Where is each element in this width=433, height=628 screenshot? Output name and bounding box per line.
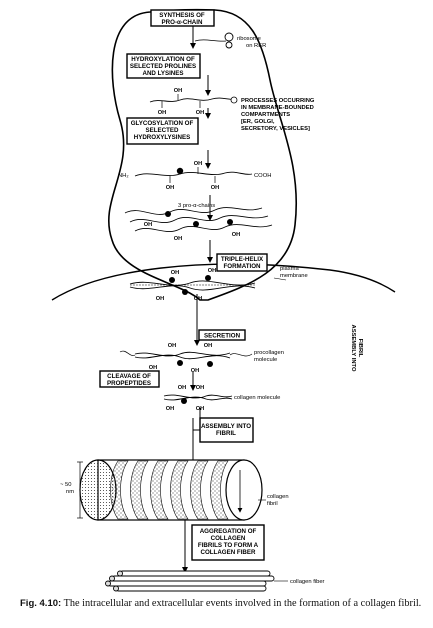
svg-text:FIBRIL: FIBRIL	[357, 339, 363, 358]
figure-caption: Fig. 4.10: The intracellular and extrace…	[20, 598, 430, 609]
svg-text:OH: OH	[211, 185, 219, 191]
svg-text:3 pro-α-chains: 3 pro-α-chains	[178, 203, 215, 209]
glycosylated-chain: NH₂ OH OH OH COOH	[118, 161, 271, 191]
svg-text:OH: OH	[196, 406, 204, 412]
caption-prefix: Fig. 4.10:	[20, 598, 62, 609]
hydroxylated-chain: OH OH OH	[149, 88, 237, 116]
svg-text:OH: OH	[208, 268, 216, 274]
svg-text:OH: OH	[171, 270, 179, 276]
svg-text:OH: OH	[144, 222, 152, 228]
ribosome-icon	[194, 32, 234, 49]
svg-text:OH: OH	[204, 343, 212, 349]
synthesis-line-2: PRO-α-CHAIN	[162, 19, 203, 26]
three-pro-alpha-chains: 3 pro-α-chains OH OH OH	[124, 203, 273, 242]
svg-text:OH: OH	[174, 236, 182, 242]
cooh-label: COOH	[254, 173, 271, 179]
svg-text:SECRETION: SECRETION	[204, 333, 241, 340]
svg-text:OH: OH	[196, 385, 204, 391]
procollagen-molecule: OH OH OH OH	[119, 343, 253, 374]
svg-text:OH: OH	[178, 385, 186, 391]
caption-text: The intracellular and extracellular even…	[61, 598, 422, 609]
svg-text:OH: OH	[196, 110, 204, 116]
svg-text:ASSEMBLY INTO: ASSEMBLY INTO	[350, 325, 356, 372]
svg-text:OH: OH	[194, 296, 202, 302]
collagen-fiber	[105, 570, 275, 592]
svg-text:OH: OH	[194, 161, 202, 167]
svg-text:OH: OH	[158, 110, 166, 116]
side-assembly-label: ASSEMBLY INTO FIBRIL	[350, 325, 363, 372]
svg-text:OH: OH	[166, 406, 174, 412]
svg-text:OH: OH	[191, 368, 199, 374]
collagen-fibril	[79, 459, 263, 521]
svg-text:OH: OH	[168, 343, 176, 349]
svg-text:OH: OH	[174, 88, 182, 94]
secretion-box: SECRETION	[198, 329, 246, 341]
collagen-molecule: OH OH OH OH	[163, 385, 233, 412]
collagen-molecule-label: collagen molecule	[234, 395, 280, 401]
collagen-fiber-label: collagen fiber	[290, 579, 325, 585]
svg-text:OH: OH	[232, 232, 240, 238]
er-compartment-icon	[230, 96, 238, 104]
svg-text:OH: OH	[156, 296, 164, 302]
cell-outline	[107, 8, 298, 301]
nh2-label: NH₂	[118, 173, 129, 179]
triple-helix-molecule: OH OH OH OH	[129, 268, 256, 302]
synthesis-line-1: SYNTHESIS OF	[159, 12, 205, 19]
svg-text:OH: OH	[149, 365, 157, 371]
svg-text:OH: OH	[166, 185, 174, 191]
